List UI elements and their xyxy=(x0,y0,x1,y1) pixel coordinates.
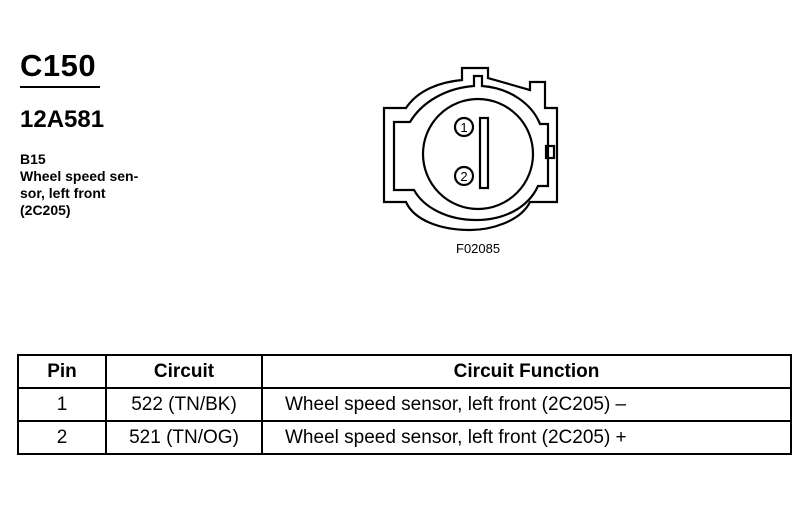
pin-1-label: 1 xyxy=(460,120,467,135)
table-row: 1 522 (TN/BK) Wheel speed sensor, left f… xyxy=(17,387,792,422)
terminal-blade xyxy=(478,116,490,190)
circuit-cell: 521 (TN/OG) xyxy=(105,420,263,455)
component-desc-line: (2C205) xyxy=(20,202,71,218)
header-pin: Pin xyxy=(17,354,107,389)
pin-1-circle xyxy=(453,116,475,138)
pin-2-label: 2 xyxy=(460,169,467,184)
pin-2-circle xyxy=(453,165,475,187)
pin-cell: 2 xyxy=(17,420,107,455)
header-circuit: Circuit xyxy=(105,354,263,389)
connector-housing-outline xyxy=(382,66,559,232)
connector-inner-outline xyxy=(392,74,550,222)
connector-face-diagram: 1 2 xyxy=(382,66,559,232)
locking-tab xyxy=(544,144,556,160)
component-desc-line: Wheel speed sen- xyxy=(20,168,139,184)
part-number: 12A581 xyxy=(20,106,105,133)
header-circuit-function: Circuit Function xyxy=(261,354,792,389)
connector-id: C150 xyxy=(20,48,97,83)
pinout-table: Pin Circuit Circuit Function 1 522 (TN/B… xyxy=(17,354,792,455)
figure-reference: F02085 xyxy=(456,241,501,256)
function-cell: Wheel speed sensor, left front (2C205) – xyxy=(261,387,792,422)
table-row: 2 521 (TN/OG) Wheel speed sensor, left f… xyxy=(17,420,792,455)
function-cell: Wheel speed sensor, left front (2C205) + xyxy=(261,420,792,455)
pin-cell: 1 xyxy=(17,387,107,422)
table-header-row: Pin Circuit Circuit Function xyxy=(17,354,792,389)
connector-id-underline xyxy=(20,86,100,88)
circuit-cell: 522 (TN/BK) xyxy=(105,387,263,422)
component-desc-line: sor, left front xyxy=(20,185,106,201)
component-code: B15 xyxy=(20,151,46,167)
component-description: B15 Wheel speed sen- sor, left front (2C… xyxy=(20,151,138,219)
connector-face xyxy=(421,97,535,211)
